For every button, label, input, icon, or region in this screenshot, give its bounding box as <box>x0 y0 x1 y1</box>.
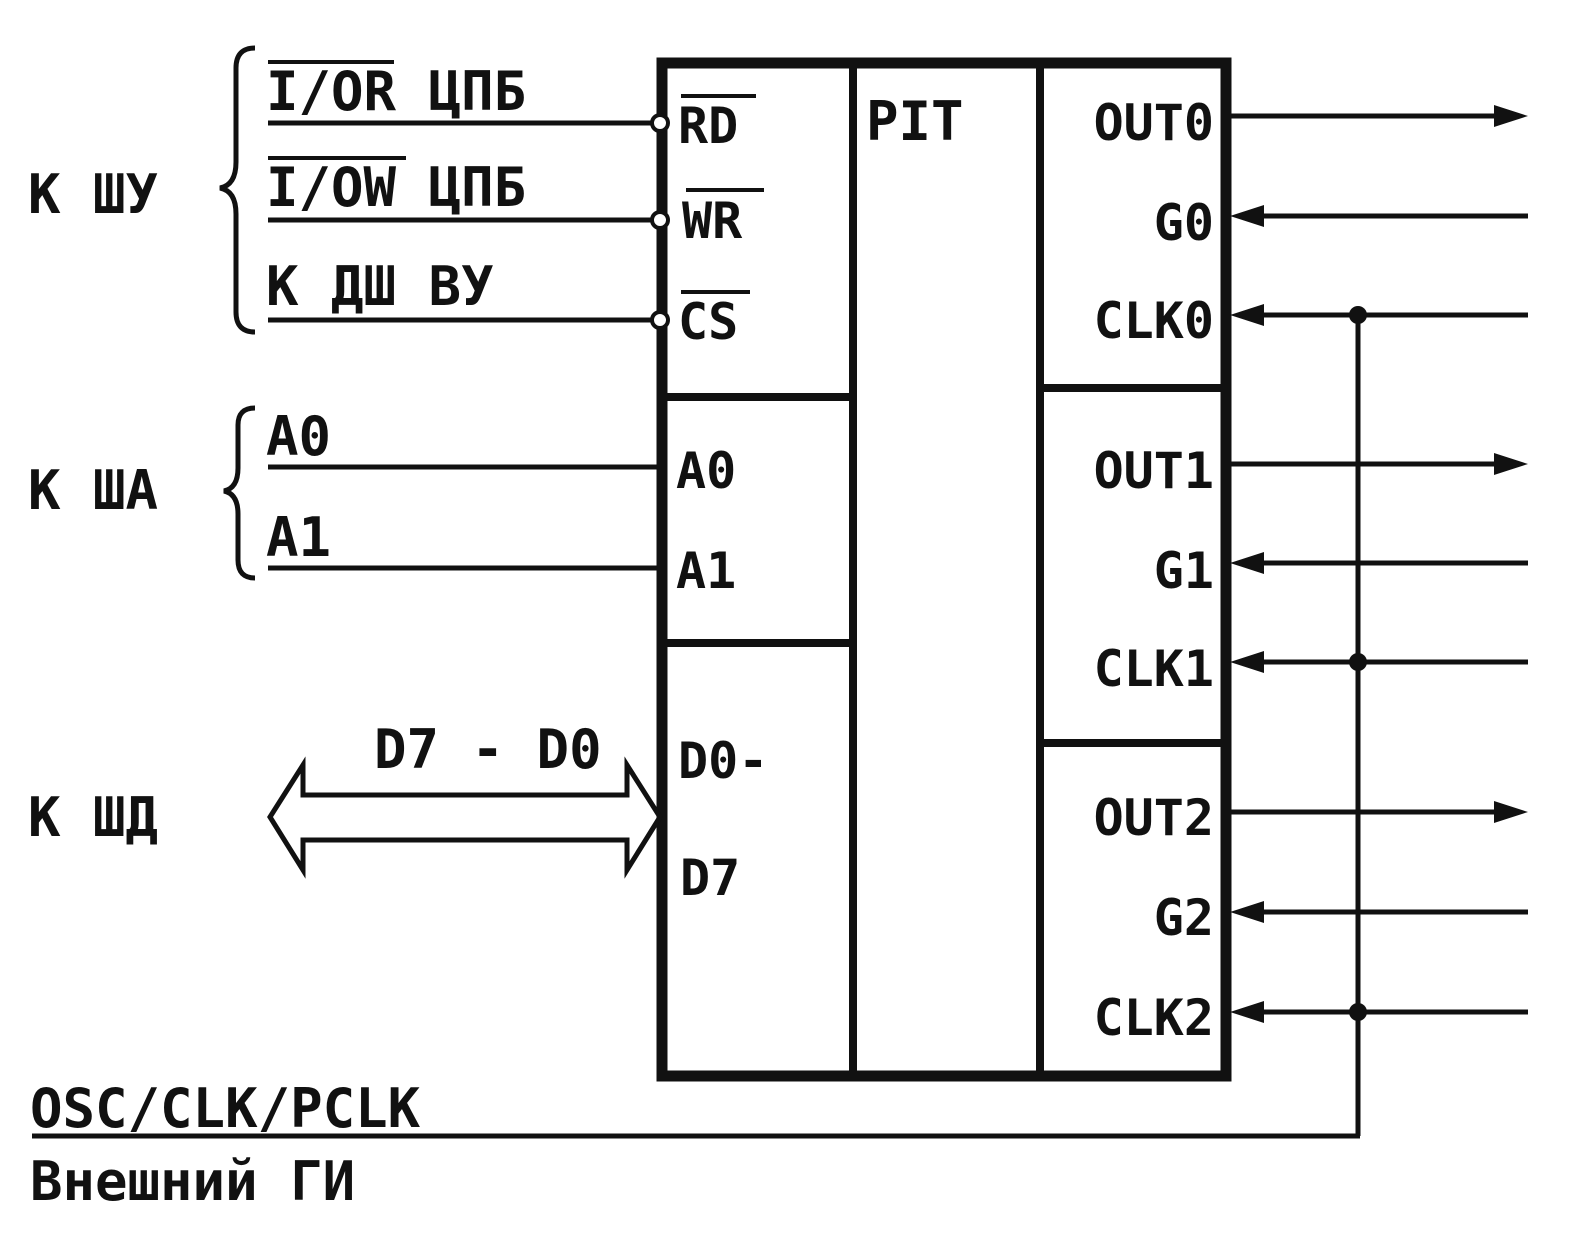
clock-lines <box>1230 304 1528 1023</box>
counter-2: OUT2 G2 CLK2 <box>1094 789 1214 1047</box>
output-lines <box>1230 105 1528 823</box>
a1-label: A1 <box>266 506 331 569</box>
pin-d7: D7 <box>680 849 740 907</box>
pin-clk0: CLK0 <box>1094 292 1214 350</box>
pin-g0: G0 <box>1154 194 1214 252</box>
out2-arrow <box>1494 801 1528 823</box>
pin-clk2: CLK2 <box>1094 989 1214 1047</box>
address-bus-lines <box>268 464 660 571</box>
chip-outline <box>656 57 1232 1082</box>
clk0-arrow <box>1230 304 1264 326</box>
pin-d0: D0- <box>678 732 768 790</box>
gate-lines <box>1230 205 1528 923</box>
pit-chip <box>656 57 1232 1082</box>
clk2-junction <box>1349 1003 1367 1021</box>
pin-wr: WR <box>682 192 743 250</box>
a0-label: A0 <box>266 405 331 468</box>
ior-label: I/OR ЦПБ <box>266 60 526 123</box>
counter-0: OUT0 G0 CLK0 <box>1094 94 1214 350</box>
counter-1: OUT1 G1 CLK1 <box>1094 442 1214 698</box>
data-bus-arrow <box>267 756 663 879</box>
group-sha-label: К ША <box>28 459 158 522</box>
chip-title: PIT <box>866 90 964 153</box>
out0-arrow <box>1494 105 1528 127</box>
group-shd-label: К ШД <box>28 786 158 849</box>
iow-label: I/OW ЦПБ <box>266 156 526 219</box>
g1-arrow <box>1230 552 1264 574</box>
g2-arrow <box>1230 901 1264 923</box>
out1-arrow <box>1494 453 1528 475</box>
bus-signal-labels: I/OR ЦПБ I/OW ЦПБ К ДШ ВУ A0 A1 D7 - D0 <box>266 60 602 781</box>
pin-clk1: CLK1 <box>1094 640 1214 698</box>
rd-inversion-bubble <box>650 113 670 133</box>
clk1-junction <box>1349 653 1367 671</box>
control-bus-lines <box>268 113 670 330</box>
dsh-label: К ДШ ВУ <box>266 255 494 318</box>
cs-inversion-bubble <box>650 310 670 330</box>
clk0-junction <box>1349 306 1367 324</box>
clk2-arrow <box>1230 1001 1264 1023</box>
shu-brace <box>219 45 256 335</box>
group-shu-label: К ШУ <box>28 163 158 226</box>
wr-inversion-bubble <box>650 210 670 230</box>
sha-brace <box>223 405 256 581</box>
pin-rd: RD <box>678 97 738 155</box>
pin-g1: G1 <box>1154 542 1214 600</box>
left-pins: RD WR CS A0 A1 D0- D7 <box>676 94 768 907</box>
pin-out2: OUT2 <box>1094 789 1214 847</box>
pin-a0: A0 <box>676 442 736 500</box>
pin-g2: G2 <box>1154 889 1214 947</box>
pin-out1: OUT1 <box>1094 442 1214 500</box>
shared-clock-bus <box>32 306 1367 1139</box>
pin-a1: A1 <box>676 542 736 600</box>
g0-arrow <box>1230 205 1264 227</box>
clk1-arrow <box>1230 651 1264 673</box>
pin-cs: CS <box>678 293 738 351</box>
pin-out0: OUT0 <box>1094 94 1214 152</box>
data-bus-label: D7 - D0 <box>374 718 602 781</box>
clock-source-label: OSC/CLK/PCLK <box>30 1077 421 1140</box>
external-generator-label: Внешний ГИ <box>30 1150 355 1213</box>
